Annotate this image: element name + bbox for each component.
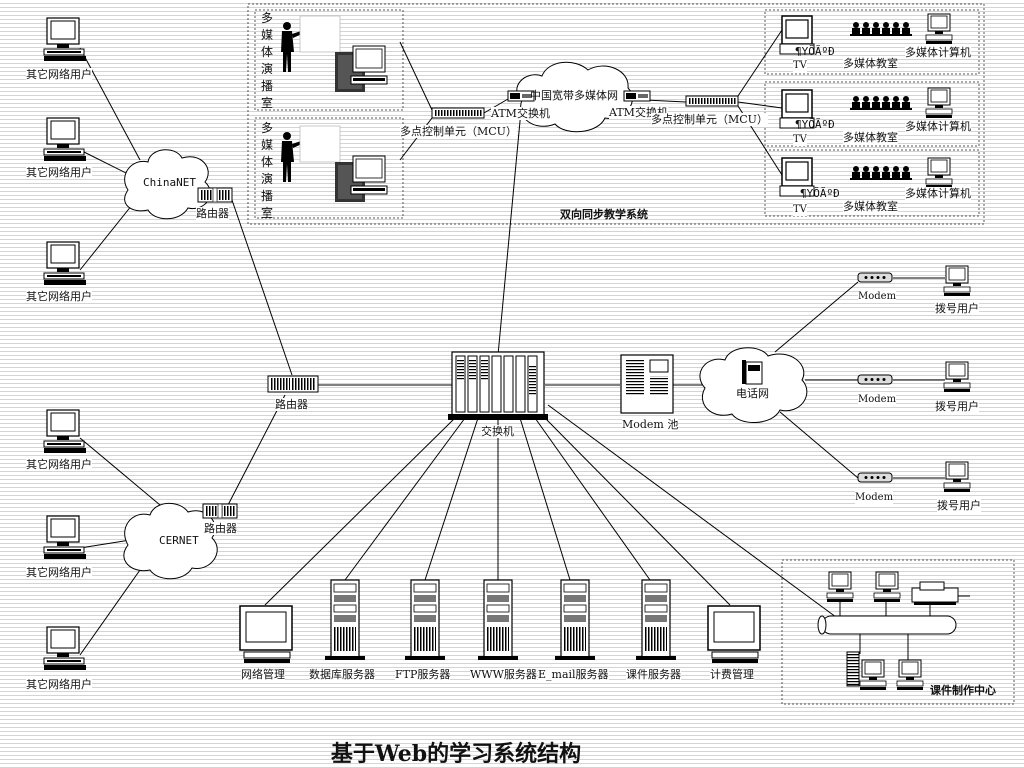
router-icon bbox=[267, 375, 319, 393]
atm-left-label: ATM交换机 bbox=[491, 107, 550, 120]
mcu-left-label: 多点控制单元（MCU） bbox=[400, 125, 517, 138]
server-icon bbox=[477, 579, 519, 661]
printer-icon bbox=[911, 581, 970, 605]
router-icon bbox=[202, 503, 238, 519]
pc-icon bbox=[43, 626, 87, 671]
cernet-router-label: 路由器 bbox=[204, 522, 237, 535]
chinanet-cloud bbox=[124, 149, 211, 220]
modem-pool-label: Modem 池 bbox=[622, 418, 679, 431]
pc-icon bbox=[943, 361, 971, 393]
classroom-computer-label: 多媒体计算机 bbox=[905, 120, 971, 133]
camera-icon bbox=[334, 45, 388, 93]
phone-cloud bbox=[699, 347, 808, 424]
pc-icon bbox=[43, 117, 87, 162]
tv-label: TV bbox=[793, 59, 807, 72]
audience-icon bbox=[850, 166, 912, 180]
classroom-computer-label: 多媒体计算机 bbox=[905, 46, 971, 59]
classroom-garbled-label: ¶YÕÃºÐ bbox=[795, 118, 835, 131]
cernet-label: CERNET bbox=[159, 534, 199, 547]
pc-icon bbox=[826, 571, 854, 603]
server-label: 课件服务器 bbox=[626, 668, 681, 681]
pc-icon bbox=[943, 461, 971, 493]
mcu-right-label: 多点控制单元（MCU） bbox=[651, 113, 768, 126]
chinanet-router-label: 路由器 bbox=[196, 207, 229, 220]
classroom-garbled-label: ¶YÕÃºÐ bbox=[800, 187, 840, 200]
pc-icon bbox=[925, 157, 953, 189]
server-icon bbox=[635, 579, 677, 661]
modem-label: Modem bbox=[855, 491, 894, 504]
pc-icon bbox=[925, 87, 953, 119]
left-user-label: 其它网络用户 bbox=[26, 458, 92, 471]
pc-icon bbox=[43, 409, 87, 454]
pc-icon bbox=[43, 515, 87, 560]
camera-icon bbox=[334, 155, 388, 203]
modem-label: Modem bbox=[858, 290, 897, 303]
dialup-user-label: 拨号用户 bbox=[937, 499, 981, 512]
page-title: 基于Web的学习系统结构 bbox=[330, 741, 582, 767]
studio-label: 多媒体演播室 bbox=[260, 11, 273, 110]
tv-label: TV bbox=[793, 133, 807, 146]
mcu-icon bbox=[431, 107, 485, 119]
modem-pool-icon bbox=[620, 354, 674, 414]
switch-label: 交换机 bbox=[481, 425, 514, 438]
server-label: FTP服务器 bbox=[395, 668, 451, 681]
atm-switch-icon bbox=[623, 90, 651, 102]
left-user-label: 其它网络用户 bbox=[26, 678, 92, 691]
network-management-icon bbox=[239, 605, 293, 663]
modem-icon bbox=[857, 272, 893, 283]
pc-icon bbox=[925, 13, 953, 45]
server-label: 计费管理 bbox=[710, 668, 754, 681]
pc-icon bbox=[896, 659, 924, 691]
broadband-network-label: 中国宽带多媒体网 bbox=[530, 89, 618, 102]
billing-management-icon bbox=[707, 605, 761, 663]
classroom-garbled-label: ¶YÕÃºÐ bbox=[795, 45, 835, 58]
classroom-computer-label: 多媒体计算机 bbox=[905, 187, 971, 200]
server-label: 数据库服务器 bbox=[309, 668, 375, 681]
left-user-label: 其它网络用户 bbox=[26, 166, 92, 179]
classroom-room-label: 多媒体教室 bbox=[843, 57, 898, 70]
courseware-lan-icon bbox=[817, 600, 957, 660]
presenter-icon bbox=[280, 125, 341, 183]
modem-label: Modem bbox=[858, 393, 897, 406]
central-router-label: 路由器 bbox=[275, 398, 308, 411]
server-label: WWW服务器 bbox=[470, 668, 537, 681]
server-icon bbox=[554, 579, 596, 661]
modem-icon bbox=[857, 374, 893, 385]
server-label: 网络管理 bbox=[241, 668, 285, 681]
phone-network-label: 电话网 bbox=[736, 387, 769, 400]
audience-icon bbox=[850, 22, 912, 36]
sync-system-box bbox=[247, 3, 985, 225]
chinanet-label: ChinaNET bbox=[143, 176, 196, 189]
server-icon bbox=[324, 579, 366, 661]
presenter-icon bbox=[280, 15, 341, 73]
dialup-user-label: 拨号用户 bbox=[935, 400, 979, 413]
pc-icon bbox=[43, 241, 87, 286]
studio-box-1 bbox=[254, 9, 404, 111]
router-icon bbox=[197, 187, 233, 203]
pc-icon bbox=[873, 571, 901, 603]
classroom-room-label: 多媒体教室 bbox=[843, 200, 898, 213]
left-user-label: 其它网络用户 bbox=[26, 290, 92, 303]
left-user-label: 其它网络用户 bbox=[26, 566, 92, 579]
courseware-center-label: 课件制作中心 bbox=[930, 684, 996, 697]
left-user-label: 其它网络用户 bbox=[26, 68, 92, 81]
classroom-box-1 bbox=[764, 9, 980, 75]
mcu-icon bbox=[685, 95, 739, 107]
pc-icon bbox=[43, 17, 87, 62]
tv-label: TV bbox=[793, 203, 807, 216]
classroom-room-label: 多媒体教室 bbox=[843, 131, 898, 144]
server-icon bbox=[404, 579, 446, 661]
courseware-center-box bbox=[781, 559, 1015, 705]
sync-system-label: 双向同步教学系统 bbox=[560, 208, 648, 221]
cernet-cloud bbox=[123, 502, 218, 580]
switch-icon bbox=[448, 351, 548, 420]
studio-box-2 bbox=[254, 117, 404, 219]
workstation-icon bbox=[846, 651, 887, 691]
server-label: E_mail服务器 bbox=[538, 668, 609, 681]
studio-label: 多媒体演播室 bbox=[260, 121, 273, 220]
modem-icon bbox=[857, 472, 893, 483]
dialup-user-label: 拨号用户 bbox=[935, 302, 979, 315]
audience-icon bbox=[850, 96, 912, 110]
pc-icon bbox=[943, 265, 971, 297]
